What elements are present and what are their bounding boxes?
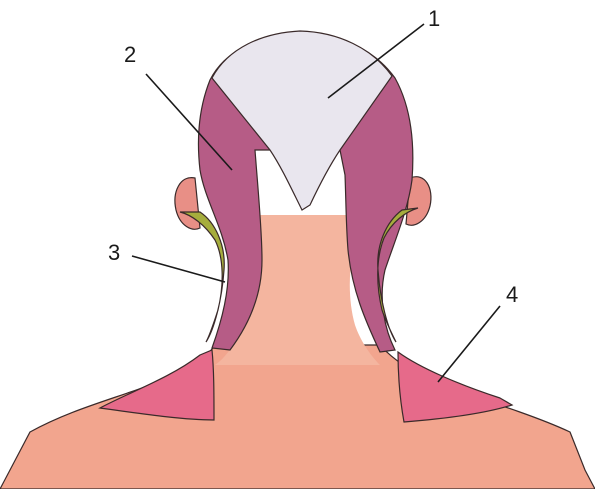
leader-3 bbox=[132, 256, 225, 282]
label-2: 2 bbox=[124, 42, 136, 67]
label-1: 1 bbox=[428, 6, 440, 31]
label-3: 3 bbox=[108, 240, 120, 265]
leader-4 bbox=[438, 306, 500, 382]
shoulders-back bbox=[0, 345, 595, 489]
left-ear bbox=[175, 178, 200, 230]
label-4: 4 bbox=[506, 282, 518, 307]
region-4-left-muscle bbox=[100, 350, 214, 420]
region-3-left-muscle bbox=[180, 212, 224, 342]
